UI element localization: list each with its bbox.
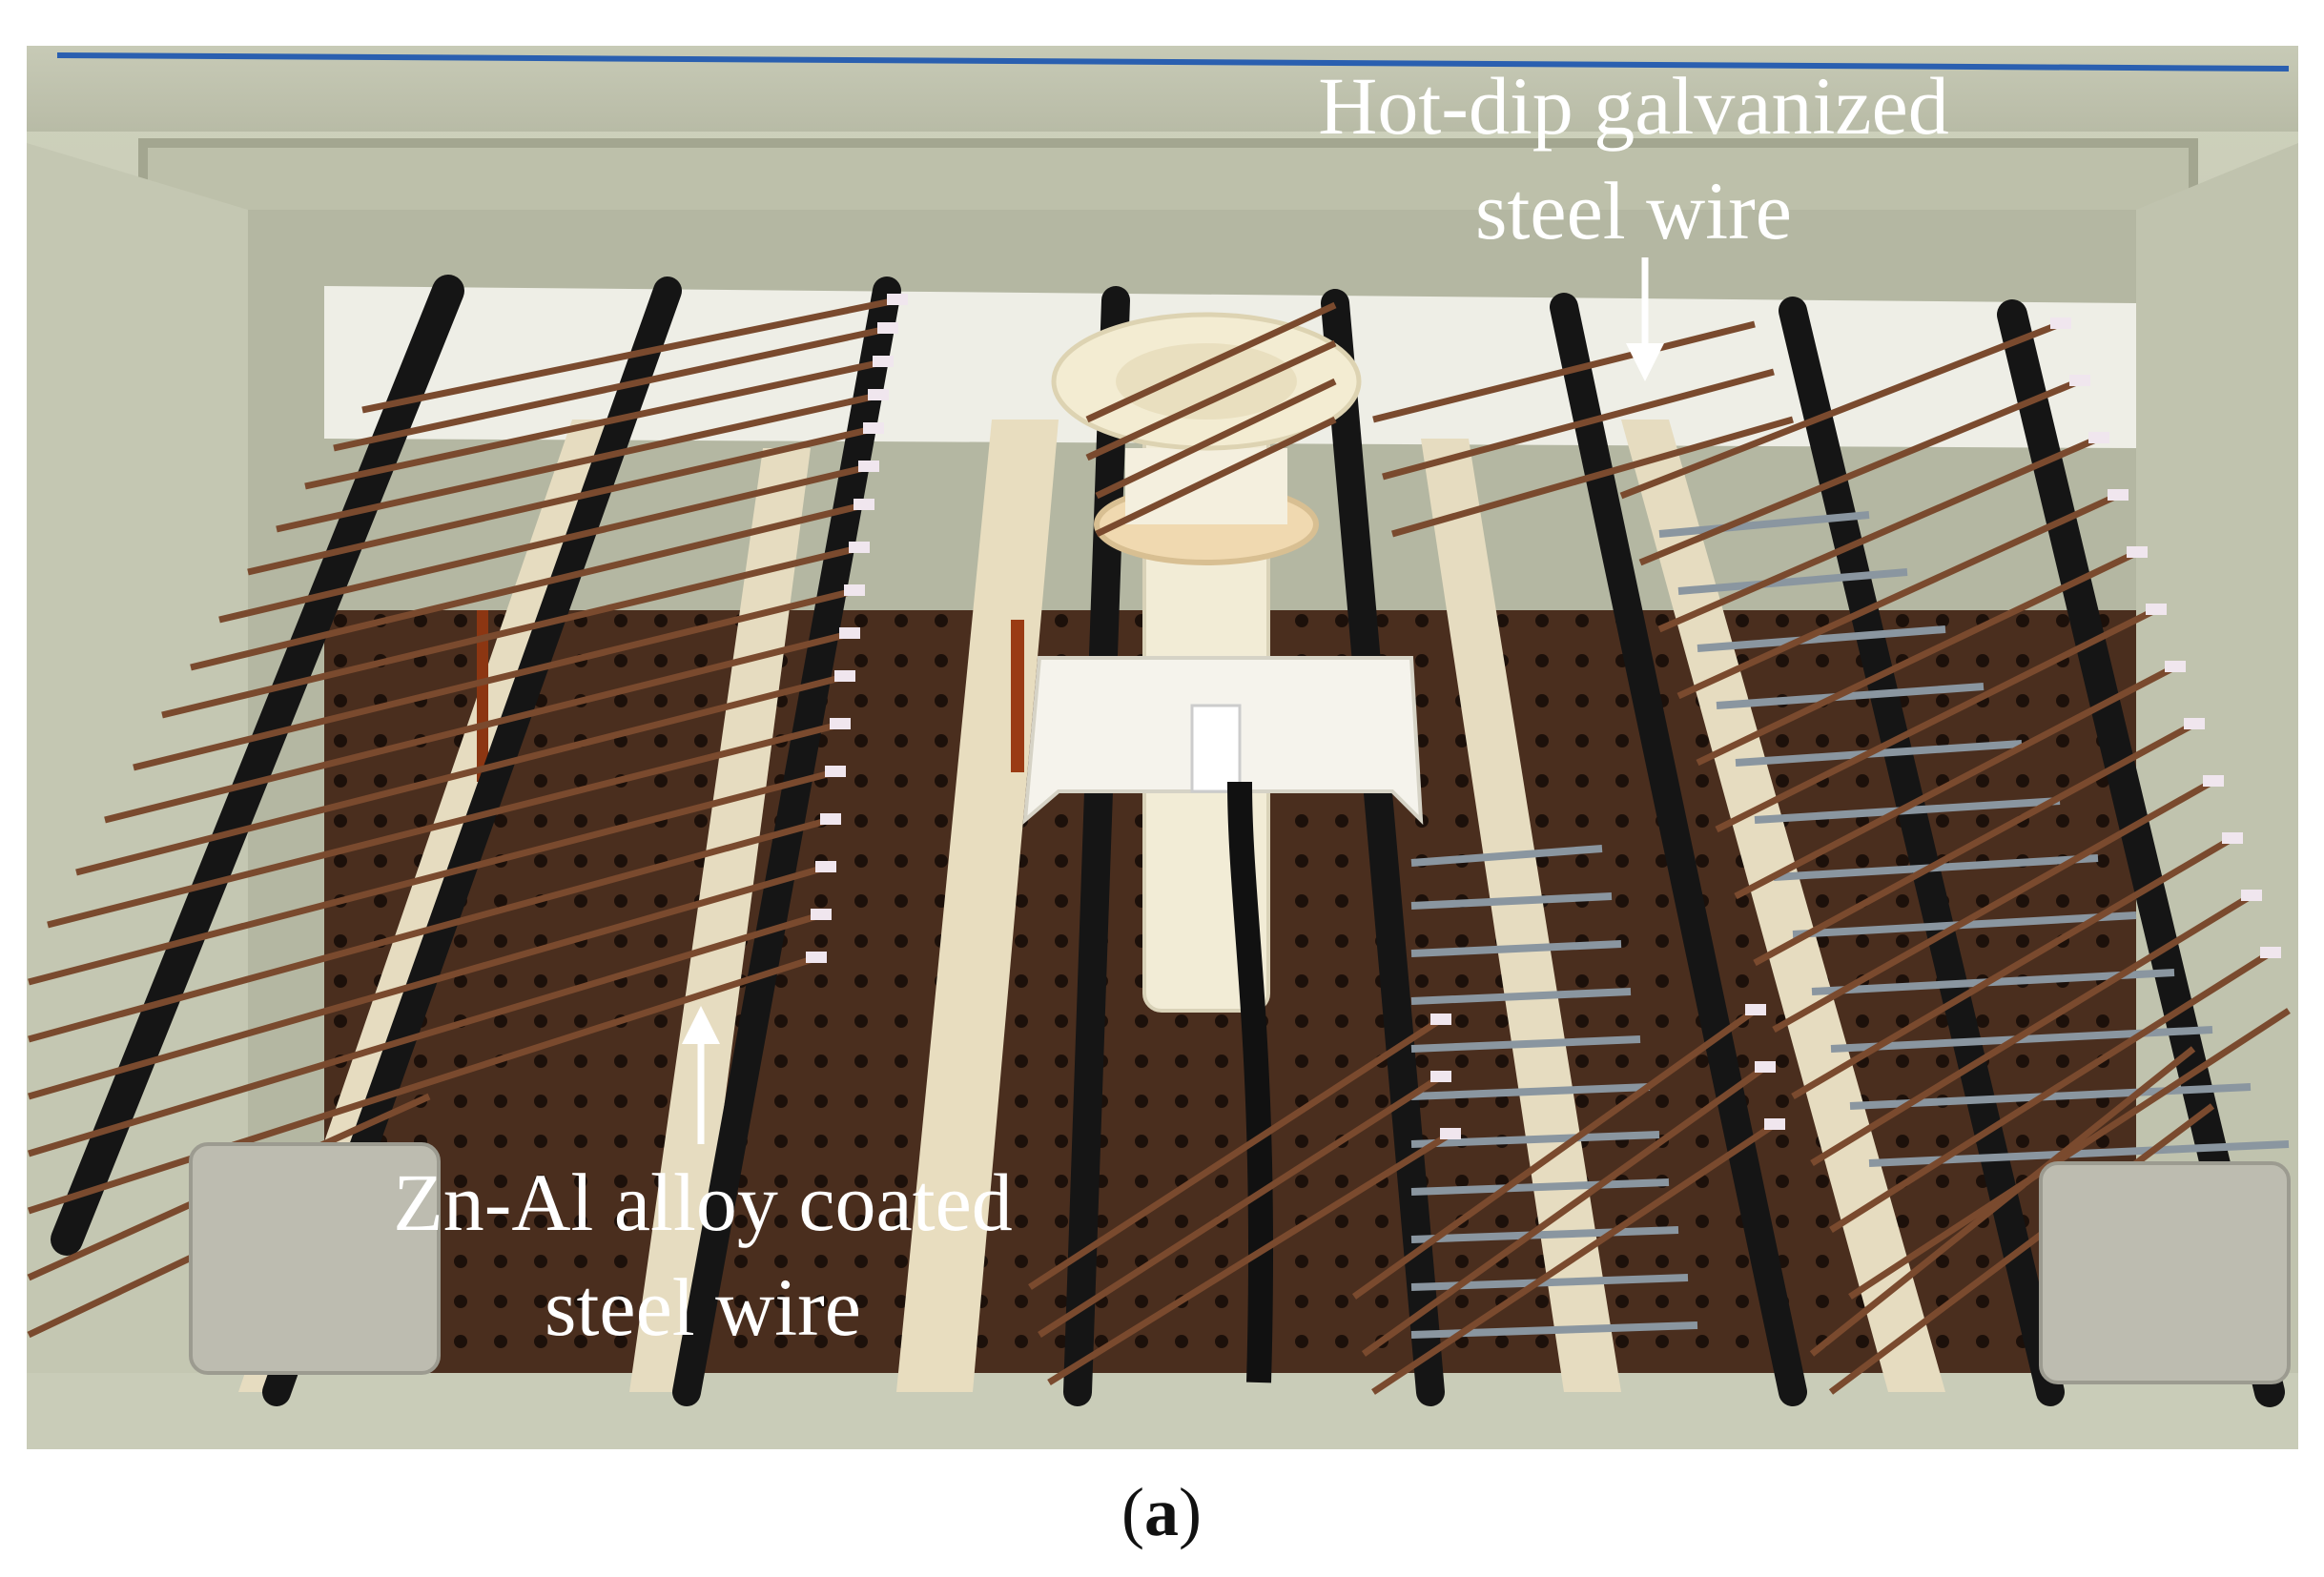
zn-al-wire-tips <box>806 294 908 963</box>
hot-dip-label-line1: Hot-dip galvanized <box>1318 60 1949 152</box>
zn-al-label-line2: steel wire <box>545 1261 861 1353</box>
caption-letter: a <box>1144 1474 1179 1550</box>
hot-dip-annotation: Hot-dip galvanized steel wire <box>1318 60 1949 381</box>
caption-open-paren: ( <box>1121 1474 1144 1550</box>
right-copper-wires <box>1028 301 2291 1395</box>
caption-close-paren: ) <box>1179 1474 1202 1550</box>
hot-dip-arrowhead-icon <box>1626 343 1664 381</box>
zn-al-wires <box>27 297 897 1339</box>
right-wire-tips <box>1430 317 2281 1139</box>
zn-al-label-line1: Zn-Al alloy coated <box>393 1157 1013 1248</box>
spray-nozzle-tower <box>1022 312 1424 1383</box>
figure-caption: (a) <box>1121 1474 1202 1550</box>
zn-al-annotation: Zn-Al alloy coated steel wire <box>393 1006 1013 1353</box>
zn-al-arrowhead-icon <box>682 1006 720 1044</box>
corner-clamps <box>189 1142 2291 1384</box>
hot-dip-label-line2: steel wire <box>1475 165 1792 256</box>
